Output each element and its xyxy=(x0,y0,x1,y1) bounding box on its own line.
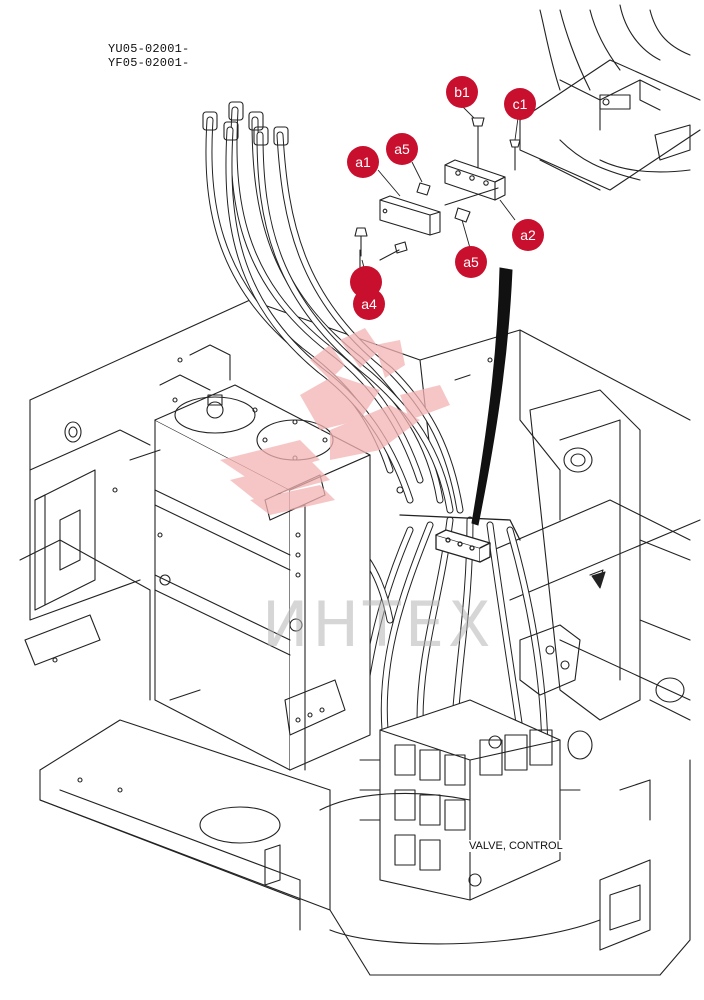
callout-c1[interactable]: c1 xyxy=(504,88,536,120)
callout-a5-upper[interactable]: a5 xyxy=(386,133,418,165)
left-bracket xyxy=(24,421,118,666)
leader-arrow xyxy=(471,267,513,526)
control-valve-drawing xyxy=(359,624,581,901)
watermark-text: ИНТЕХ xyxy=(262,588,495,661)
watermark-emblem xyxy=(220,328,450,515)
frame-outline xyxy=(19,299,701,976)
callout-a4[interactable]: a4 xyxy=(353,288,385,320)
base-plate xyxy=(77,777,651,951)
callout-a5-lower[interactable]: a5 xyxy=(455,246,487,278)
misc-details xyxy=(129,357,606,701)
serial-number-yu05: YU05-02001- xyxy=(108,42,190,56)
fuel-tank xyxy=(154,344,371,771)
callout-b1[interactable]: b1 xyxy=(446,76,478,108)
boom-bracket xyxy=(529,389,691,760)
mounted-clamp xyxy=(399,514,521,563)
inset-detail xyxy=(519,4,701,191)
callout-a2[interactable]: a2 xyxy=(512,219,544,251)
clamp-assembly xyxy=(354,117,521,271)
serial-number-yf05: YF05-02001- xyxy=(108,56,190,70)
control-valve-label: VALVE, CONTROL xyxy=(466,840,566,852)
callout-a1[interactable]: a1 xyxy=(347,146,379,178)
